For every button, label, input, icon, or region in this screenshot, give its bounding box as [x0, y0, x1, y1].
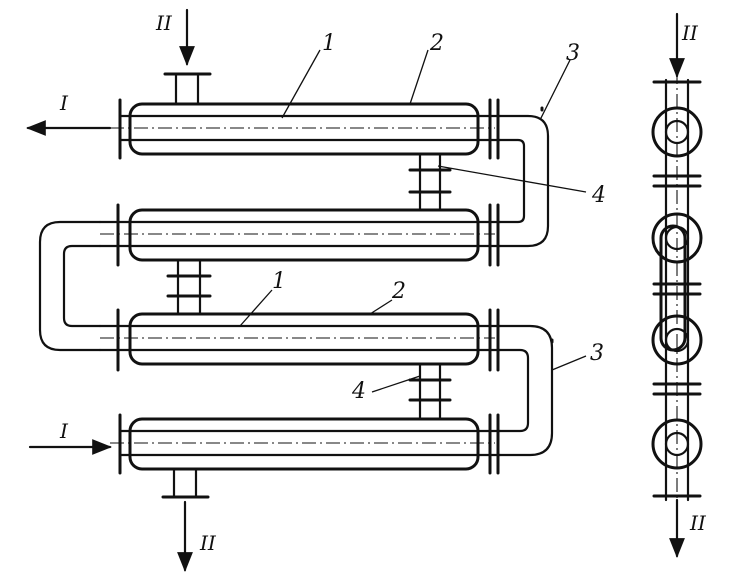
inner-tube-row-1 [110, 114, 502, 142]
return-bend-bottom-right [498, 324, 554, 457]
label-outer-tube-top: 2 [429, 31, 444, 56]
label-stream-two-out: II [199, 531, 217, 555]
label-stream-one-out: I [59, 91, 69, 115]
inner-tube-row-4 [110, 429, 502, 457]
connector-2-3 [166, 258, 212, 316]
label-inner-tube-top: 1 [322, 31, 336, 56]
top-inlet-nozzle [163, 8, 212, 106]
label-return-bend-bottom: 3 [590, 341, 604, 366]
inner-tube-row-3 [98, 324, 502, 352]
outer-shell-row-4 [128, 417, 480, 471]
leader-lines [239, 49, 587, 393]
bottom-outlet-nozzle [161, 467, 210, 572]
end-flanges [116, 98, 500, 475]
label-connector-top: 4 [591, 183, 606, 208]
inner-tube-row-2 [98, 220, 502, 248]
label-connector-bottom: 4 [351, 379, 366, 404]
return-bend-top-right [498, 106, 550, 248]
outer-shell-row-1 [128, 102, 480, 156]
outer-shell-row-3 [128, 312, 480, 366]
side-view [651, 12, 703, 558]
label-inner-tube-middle: 1 [272, 269, 286, 294]
label-stream-one-in: I [59, 419, 69, 443]
label-side-stream-two-in: II [681, 21, 699, 45]
connector-1-2 [408, 152, 452, 212]
label-outer-tube-middle: 2 [391, 279, 406, 304]
label-return-bend-top: 3 [566, 41, 580, 66]
outer-shell-row-2 [128, 208, 480, 262]
connector-3-4 [408, 362, 452, 421]
label-stream-two-in: II [155, 11, 173, 35]
label-side-stream-two-out: II [689, 511, 707, 535]
return-bend-left [38, 220, 102, 352]
